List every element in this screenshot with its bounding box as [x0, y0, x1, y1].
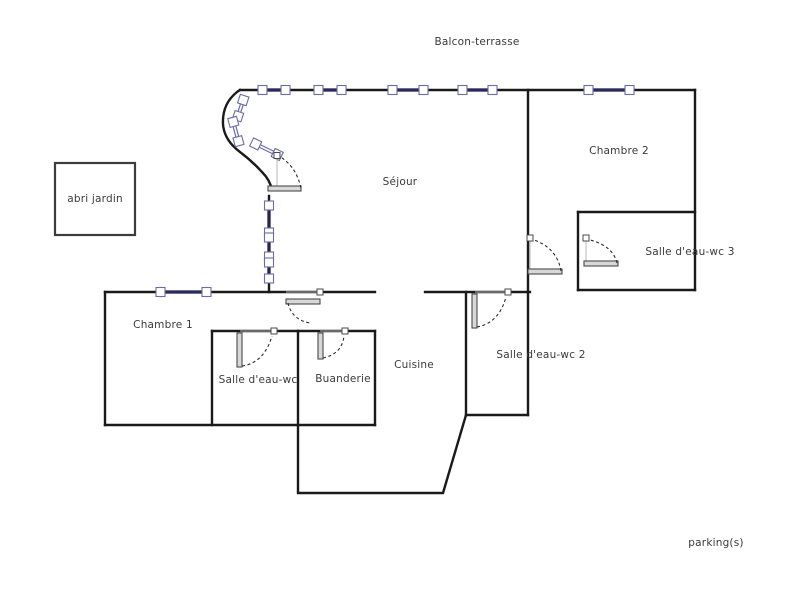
doors-group	[236, 152, 619, 368]
wall-cuisine-bottom	[296, 413, 468, 495]
windows-group	[155, 84, 635, 298]
room-salle-eau-wc-2: Salle d'eau-wc 2	[464, 290, 585, 417]
room-label-abri-jardin: abri jardin	[67, 193, 123, 205]
window-chambre2-top	[583, 84, 635, 96]
window-left-vert-3	[263, 257, 275, 284]
interior-walls-right	[526, 88, 697, 294]
room-abri-jardin: abri jardin	[53, 161, 137, 237]
door-sejour-chambre1	[285, 288, 324, 324]
outer-walls	[103, 88, 697, 427]
room-label-sejour: Séjour	[383, 176, 418, 188]
door-sejour-couloir	[526, 234, 563, 275]
abri-jardin-outline	[53, 161, 137, 237]
wall-bay-curve	[221, 88, 274, 192]
window-sejour-top-1	[257, 84, 291, 96]
room-cuisine-outline: Cuisine	[296, 290, 532, 495]
room-label-salle-eau-wc-3: Salle d'eau-wc 3	[645, 246, 734, 258]
window-chambre1-top	[155, 286, 212, 298]
door-salle-eau-wc-3	[582, 234, 619, 267]
window-sejour-top-2	[313, 84, 347, 96]
room-labels-group: Balcon-terrasse Séjour Chambre 2 Salle d…	[133, 36, 743, 549]
room-label-buanderie: Buanderie	[315, 373, 371, 385]
door-buanderie	[317, 327, 349, 360]
window-sejour-top-4	[457, 84, 498, 96]
room-label-chambre-2: Chambre 2	[589, 145, 649, 157]
room-label-balcon-terrasse: Balcon-terrasse	[434, 36, 519, 48]
room-label-cuisine: Cuisine	[394, 359, 434, 371]
room-label-salle-eau-wc-2: Salle d'eau-wc 2	[496, 349, 585, 361]
door-sejour-bay	[267, 152, 302, 192]
room-label-chambre-1: Chambre 1	[133, 319, 193, 331]
window-bay-mid	[227, 115, 245, 148]
room-label-parking: parking(s)	[688, 537, 743, 549]
door-salle-eau-wc	[236, 327, 278, 368]
window-sejour-top-3	[387, 84, 429, 96]
room-label-salle-eau-wc: Salle d'eau-wc	[219, 374, 298, 386]
door-salle-eau-wc-2	[471, 288, 512, 329]
